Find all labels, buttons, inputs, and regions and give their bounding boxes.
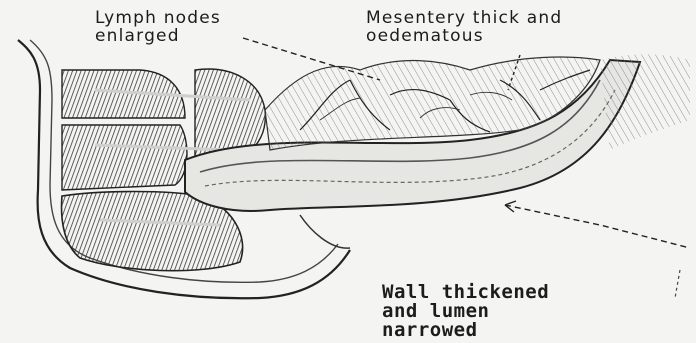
lymph-nodes-label: Lymph nodes enlarged bbox=[95, 10, 221, 46]
right-edge-mark bbox=[675, 270, 680, 298]
wall-leader-line bbox=[505, 205, 690, 248]
wall-label: Wall thickened and lumen narrowed bbox=[382, 283, 549, 340]
mesentery-label: Mesentery thick and oedematous bbox=[366, 10, 562, 46]
right-mesentery-shading bbox=[600, 54, 690, 150]
